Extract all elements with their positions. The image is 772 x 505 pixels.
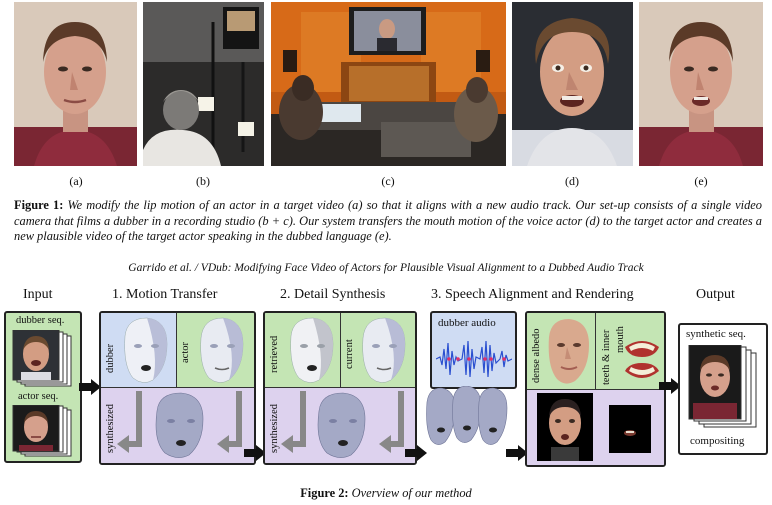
- teeth-mouth-model: [625, 341, 659, 378]
- albedo-face: [548, 319, 589, 384]
- teeth-inner-label: teeth & inner: [601, 329, 612, 385]
- photo-b-studio-camera: [143, 2, 264, 166]
- detail-synthesis-box: retrieved current synthesized: [263, 311, 417, 465]
- panel-label-c: (c): [381, 174, 395, 188]
- photo-c-recording-studio: [271, 2, 506, 166]
- synthetic-seq-label: synthetic seq.: [686, 328, 746, 340]
- photo-a-target-actor: [14, 2, 137, 166]
- ds-current-label: current: [344, 339, 355, 369]
- mt-dubber-label: dubber: [105, 343, 116, 373]
- figure2-caption: Figure 2: Overview of our method: [0, 486, 772, 501]
- speech-face-sequence: [426, 386, 508, 445]
- panel-label-b: (b): [196, 174, 210, 188]
- mt-actor-label: actor: [180, 342, 191, 363]
- photo-d-voice-actor: [512, 2, 633, 166]
- ds-flow-arrows: [281, 391, 404, 453]
- figure2-text: Overview of our method: [351, 486, 472, 500]
- figure2-label: Figure 2:: [300, 486, 349, 500]
- synthetic-sequence-stack: [688, 345, 757, 428]
- mt-dubber-face: [124, 317, 168, 383]
- rendered-face: [537, 393, 593, 461]
- speech-alignment-title: 3. Speech Alignment and Rendering: [431, 287, 634, 302]
- ds-current-face: [362, 317, 406, 383]
- running-header: Garrido et al. / VDub: Modifying Face Vi…: [128, 262, 644, 274]
- dubber-sequence-stack: [12, 330, 72, 387]
- arrow-motion-to-detail: [244, 445, 266, 461]
- input-box: dubber seq. actor seq.: [4, 311, 82, 463]
- ds-retrieved-face: [290, 317, 334, 383]
- mt-actor-face: [200, 317, 244, 383]
- detail-synthesis-title: 2. Detail Synthesis: [280, 287, 386, 302]
- dubber-seq-label: dubber seq.: [16, 315, 65, 326]
- compositing-label: compositing: [690, 435, 745, 447]
- arrow-faces-to-render: [506, 445, 528, 461]
- motion-transfer-title: 1. Motion Transfer: [112, 287, 218, 302]
- output-title: Output: [696, 287, 735, 302]
- dense-albedo-label: dense albedo: [531, 328, 542, 383]
- actor-sequence-stack: [12, 405, 72, 457]
- figure1-caption-text: We modify the lip motion of an actor in …: [14, 198, 762, 244]
- panel-label-e: (e): [694, 174, 708, 188]
- dubber-audio-box: dubber audio: [430, 311, 517, 389]
- photo-e-synthesized-actor: [639, 2, 763, 166]
- output-box: synthetic seq. compositing: [678, 323, 768, 455]
- motion-transfer-box: dubber actor synthesized: [99, 311, 256, 465]
- ds-synthesized-face: [317, 392, 366, 458]
- actor-seq-label: actor seq.: [18, 391, 59, 402]
- input-title: Input: [23, 287, 53, 302]
- mt-flow-arrows: [117, 391, 242, 453]
- figure1-caption-label: Figure 1:: [14, 198, 64, 212]
- ds-retrieved-label: retrieved: [269, 335, 280, 373]
- panel-label-d: (d): [565, 174, 579, 188]
- rendering-box: dense albedo teeth & inner mouth: [525, 311, 666, 467]
- audio-waveform: [436, 340, 512, 378]
- arrow-render-to-output: [659, 378, 681, 394]
- arrow-detail-to-speech: [405, 445, 427, 461]
- mt-synthesized-face: [155, 392, 204, 458]
- figure1-caption: Figure 1: We modify the lip motion of an…: [14, 198, 762, 245]
- dubber-audio-label: dubber audio: [438, 317, 496, 329]
- arrow-input-to-motion: [79, 379, 101, 395]
- rendered-mouth-mask: [609, 405, 651, 453]
- panel-label-a: (a): [69, 174, 83, 188]
